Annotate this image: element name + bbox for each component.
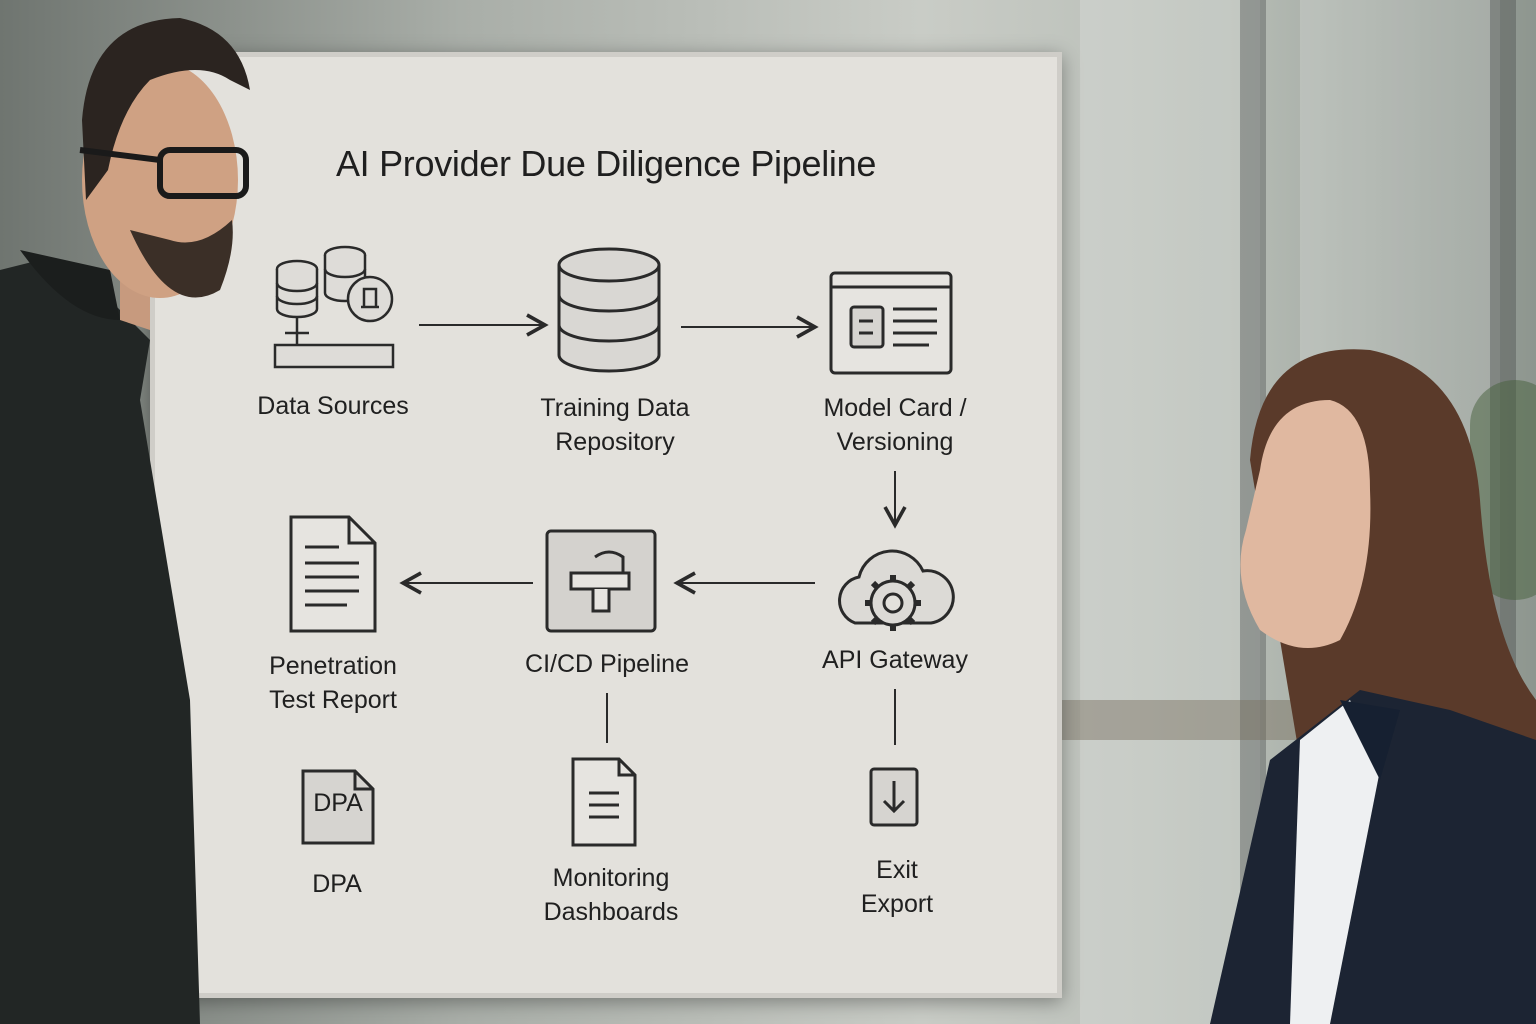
label-exit: Exit Export: [787, 853, 1007, 921]
label-monitoring-line1: Monitoring: [552, 864, 670, 892]
document-icon: [289, 515, 377, 633]
man-figure: [0, 18, 250, 1024]
database-icon: [557, 247, 661, 373]
window-pane: [1080, 0, 1260, 1024]
label-model-card-line1: Model Card /: [823, 394, 967, 422]
label-api-gateway: API Gateway: [822, 646, 968, 674]
label-exit-line2: Export: [860, 890, 934, 918]
whiteboard: AI Provider Due Diligence Pipeline: [150, 52, 1062, 998]
label-monitoring-line2: Dashboards: [543, 898, 679, 926]
label-pentest-line1: Penetration: [269, 652, 397, 680]
woman-figure: [1210, 349, 1536, 1024]
diagram-connectors: [399, 313, 907, 745]
label-pentest-line2: Test Report: [269, 686, 397, 714]
dpa-icon-text: DPA: [313, 789, 363, 817]
label-pentest: Penetration Test Report: [223, 649, 443, 717]
cloud-gear-icon: [838, 549, 955, 631]
dpa-document-icon: DPA: [299, 767, 377, 847]
download-icon: [869, 767, 919, 827]
board-title: AI Provider Due Diligence Pipeline: [335, 143, 877, 184]
label-monitoring: Monitoring Dashboards: [501, 861, 721, 929]
label-dpa: DPA: [312, 870, 362, 898]
model-card-icon: [829, 271, 953, 375]
label-exit-line1: Exit: [876, 856, 918, 884]
label-cicd: CI/CD Pipeline: [525, 650, 689, 678]
label-model-card: Model Card / Versioning: [785, 391, 1005, 459]
pipeline-icon: [545, 529, 657, 633]
label-training-repo: Training Data Repository: [505, 391, 725, 459]
dashboard-document-icon: [571, 757, 637, 847]
label-data-sources: Data Sources: [257, 392, 409, 420]
label-training-repo-line1: Training Data: [540, 394, 690, 422]
database-cluster-icon: [273, 245, 395, 369]
label-training-repo-line2: Repository: [555, 428, 675, 456]
label-model-card-line2: Versioning: [836, 428, 954, 456]
